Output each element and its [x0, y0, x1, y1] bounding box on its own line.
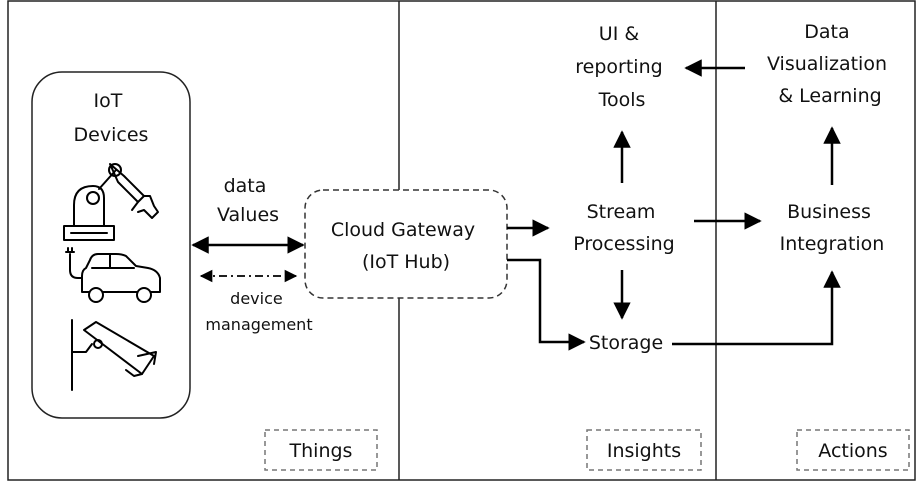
insights-section-label: Insights: [607, 440, 681, 462]
business-integration-label: Business Integration: [780, 201, 885, 255]
ui-reporting-tools-label: UI & reporting Tools: [575, 23, 668, 111]
cloud-gateway-box: [304, 189, 508, 299]
data-values-label: data Values: [217, 175, 279, 226]
gateway-to-storage-arrow: [507, 258, 586, 351]
stream-processing-label: Stream Processing: [573, 201, 674, 255]
actions-section-label: Actions: [818, 440, 887, 462]
robot-arm-icon: [63, 163, 159, 241]
iot-devices-title: IoT Devices: [74, 90, 149, 146]
outer-frame: [7, 0, 916, 481]
actions-section-box: [796, 429, 910, 471]
security-camera-icon: [71, 319, 157, 391]
storage-to-business-arrow: [672, 270, 841, 346]
electric-car-icon: [65, 247, 161, 303]
things-section-box: [264, 429, 378, 471]
insights-section-box: [586, 429, 702, 471]
data-visualization-label: Data Visualization & Learning: [767, 21, 893, 107]
things-section-label: Things: [289, 440, 353, 462]
storage-label: Storage: [589, 332, 663, 354]
device-management-label: device management: [205, 289, 312, 334]
cloud-gateway-label: Cloud Gateway (IoT Hub): [331, 219, 481, 273]
